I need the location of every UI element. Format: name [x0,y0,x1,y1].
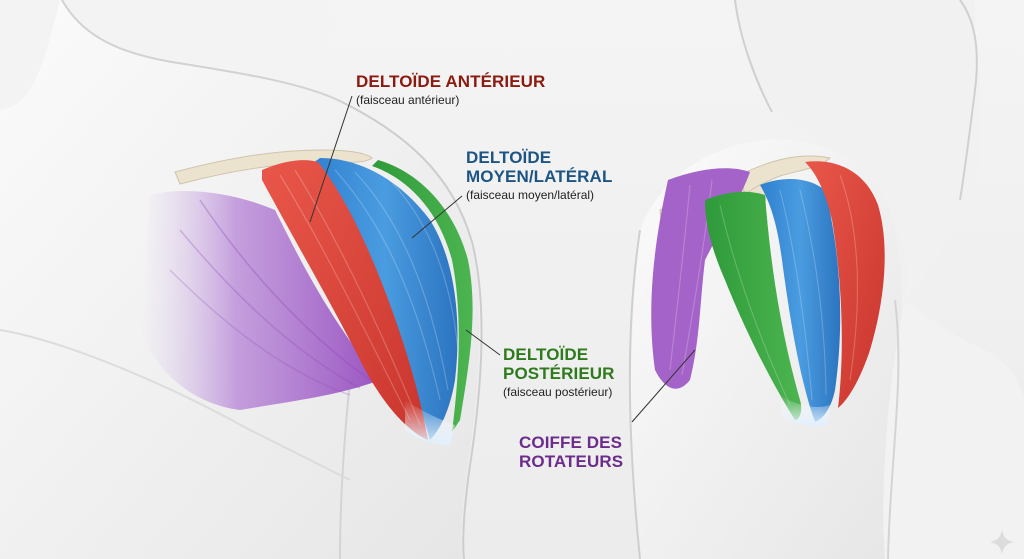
back-deltoid-tendon [780,395,830,427]
label-rotator-cuff-title: COIFFE DES ROTATEURS [519,433,623,471]
label-deltoid-anterior: DELTOÏDE ANTÉRIEUR (faisceau antérieur) [356,72,545,107]
label-deltoid-posterior-title: DELTOÏDE POSTÉRIEUR [503,345,615,383]
back-rotator-cuff [651,168,750,389]
front-arm-outline [341,101,483,559]
back-view-figure [628,0,1024,559]
back-arm-outline-left [628,229,641,559]
label-deltoid-posterior-title-line1: DELTOÏDE [503,345,589,364]
leader-line-anterior [309,95,353,223]
label-deltoid-anterior-title: DELTOÏDE ANTÉRIEUR [356,72,546,91]
back-arm-outline-right [887,299,900,559]
label-deltoid-lateral-title: DELTOÏDE MOYEN/LATÉRAL [466,148,612,186]
label-deltoid-lateral: DELTOÏDE MOYEN/LATÉRAL (faisceau moyen/l… [466,148,612,203]
label-deltoid-anterior-subtitle: (faisceau antérieur) [356,93,460,108]
label-deltoid-posterior: DELTOÏDE POSTÉRIEUR (faisceau postérieur… [503,345,615,400]
sparkle-icon [990,530,1014,554]
front-deltoid-lateral [310,158,458,440]
back-head-outline [734,0,773,113]
label-rotator-cuff: COIFFE DES ROTATEURS [519,433,623,471]
label-rotator-cuff-title-line2: ROTATEURS [519,452,624,472]
leader-line-posterior [465,329,501,356]
label-deltoid-lateral-title-line2: MOYEN/LATÉRAL [466,167,613,187]
label-deltoid-lateral-subtitle: (faisceau moyen/latéral) [466,188,595,203]
back-torso-right-skin [883,300,1024,559]
front-view-figure [0,0,483,559]
back-body-skin [735,0,981,300]
label-deltoid-lateral-title-line1: DELTOÏDE [466,148,552,167]
back-deltoid-posterior [705,191,802,420]
back-face-outline [959,0,978,201]
front-deltoid-posterior [372,160,473,432]
back-deltoid-lateral [760,178,841,422]
leader-line-lateral [411,195,463,239]
leader-lines [309,95,696,423]
label-deltoid-posterior-subtitle: (faisceau postérieur) [503,385,613,400]
front-armpit-line [339,379,351,559]
front-deltoid-tendon [405,400,455,445]
leader-line-rotator-cuff [631,349,696,423]
front-neck-outline [61,0,343,103]
label-deltoid-posterior-title-line2: POSTÉRIEUR [503,364,615,384]
front-purple-muscle-fan [140,190,380,410]
front-chest-crease [0,329,351,481]
label-rotator-cuff-title-line1: COIFFE DES [519,433,623,452]
front-deltoid-anterior [262,160,428,440]
back-deltoid-anterior [805,161,885,408]
